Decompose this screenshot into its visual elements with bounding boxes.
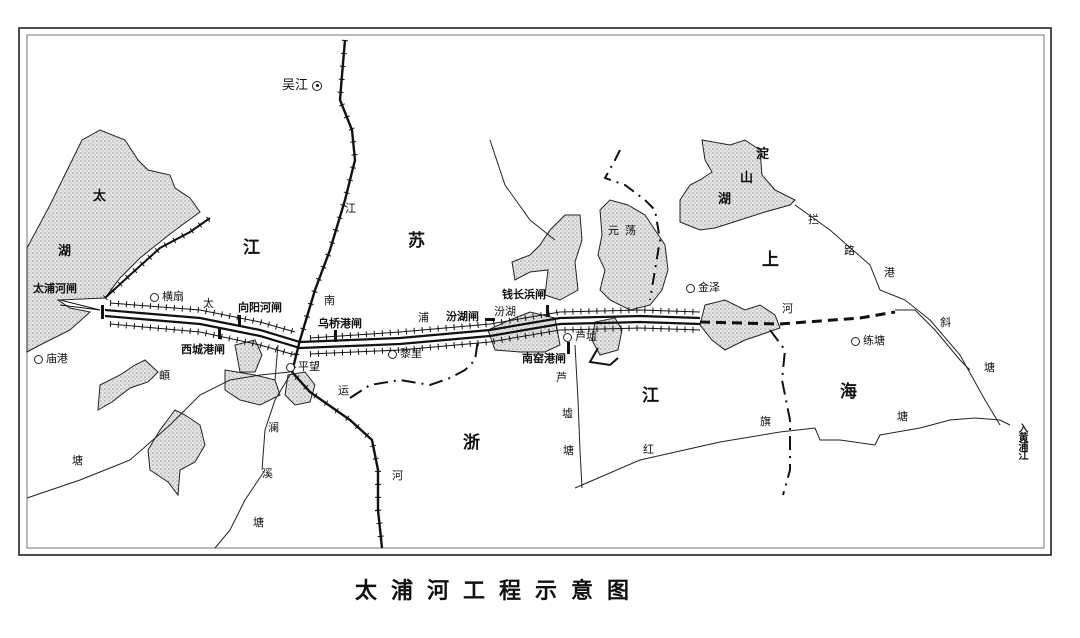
lake-sw-1 (97, 359, 159, 411)
north-arc (489, 139, 556, 241)
label-lantang-2: 溪 (262, 467, 273, 480)
outer-frame (18, 27, 1052, 556)
city-wujiang: 吴江 (282, 78, 323, 93)
xie-tang (895, 309, 971, 371)
town-hengshan: 横扇 (150, 291, 184, 302)
yuandang-lake (597, 199, 669, 311)
town-liantang: 练塘 (851, 335, 885, 346)
taihu-lake (26, 129, 201, 353)
label-lantang-1: 澜 (268, 421, 279, 434)
label-hongqitang-3: 塘 (897, 410, 908, 423)
sluice-qianchangbang: 钱长浜闸 (502, 288, 546, 301)
town-miaogang: 庙港 (34, 353, 68, 364)
label-lanlugang-1: 拦 (808, 213, 819, 226)
town-marker-icon (286, 362, 295, 372)
lake-w-pingwang (234, 339, 263, 373)
label-canal-2: 南 (324, 294, 335, 307)
label-luxutang-1: 芦 (556, 371, 567, 384)
lanlu-gang (794, 204, 1001, 426)
label-taipu-3: 河 (782, 302, 793, 315)
sluice-taipuhe: 太浦河闸 (33, 282, 77, 295)
province-boundary-3 (603, 149, 662, 301)
town-lucheng: 芦墟 (563, 331, 597, 342)
label-jiang-province: 江 (243, 238, 260, 258)
sluice-nanyaogang: 南窑港闸 (522, 352, 566, 365)
town-pingwang: 平望 (286, 361, 320, 372)
town-marker-icon (563, 332, 572, 342)
label-dianshanhu-3: 湖 (718, 192, 732, 207)
label-xietang-2: 塘 (984, 361, 995, 374)
label-dunyu-tang: 塘 (72, 454, 83, 467)
city-marker-icon (312, 80, 323, 91)
lake-pingwang (284, 371, 316, 406)
small-lake-1 (511, 214, 583, 301)
lucheng-lake (591, 317, 623, 356)
label-taihu-2: 湖 (58, 244, 72, 259)
label-canal-4: 河 (392, 469, 403, 482)
town-marker-icon (150, 292, 159, 302)
sluice-xichenggang: 西城港闸 (181, 343, 225, 356)
dunyu-river (26, 371, 291, 499)
label-luxutang-3: 塘 (563, 444, 574, 457)
label-shang-region: 上 (762, 250, 779, 270)
town-marker-icon (34, 354, 43, 364)
label-xietang-1: 斜 (940, 316, 951, 329)
town-marker-icon (851, 336, 860, 346)
taipu-river (59, 299, 896, 358)
province-boundary-1 (349, 339, 479, 399)
sluice-wuqiaogang: 乌桥港闸 (318, 317, 362, 330)
lake-sw-2 (147, 409, 206, 497)
label-hongqitang-2: 旗 (760, 415, 771, 428)
town-marker-icon (686, 283, 695, 293)
label-lanlugang-3: 港 (884, 266, 895, 279)
label-yuandang: 元荡 (608, 224, 642, 237)
sluice-fenhu: 汾湖闸 (446, 310, 479, 323)
label-taipu-1: 太 (203, 297, 214, 310)
label-dunyu: 頔 (159, 369, 170, 382)
label-jiang-province-2: 江 (642, 386, 659, 406)
label-lanlugang-2: 路 (844, 244, 855, 257)
label-hongqitang-1: 红 (643, 443, 654, 456)
town-lili: 黎里 (388, 348, 422, 359)
label-canal-1: 江 (345, 202, 356, 215)
label-into-huangpu-river: 入黄浦江 (1016, 423, 1027, 459)
label-dianshanhu-2: 山 (740, 171, 754, 186)
sluice-xiangyanghe: 向阳河闸 (238, 301, 282, 314)
dianshan-lake (679, 139, 796, 231)
label-luxutang-2: 墟 (562, 407, 573, 420)
label-zhe-province: 浙 (463, 433, 480, 453)
label-su-province: 苏 (408, 231, 425, 251)
map-title: 太浦河工程示意图 (355, 578, 644, 604)
province-boundary-4 (769, 329, 791, 496)
label-lantang-3: 塘 (253, 516, 264, 529)
label-taipu-2: 浦 (418, 311, 429, 324)
label-hai-region: 海 (840, 382, 857, 402)
luxu-tang (574, 344, 583, 489)
town-marker-icon (388, 349, 397, 359)
label-fenhu: 汾湖 (494, 305, 516, 318)
lake-sw-3 (224, 369, 281, 406)
taihu-embankment (104, 217, 211, 299)
lantang (214, 469, 266, 549)
label-taihu-1: 太 (93, 189, 107, 204)
province-boundary-2 (588, 347, 619, 367)
label-dianshanhu-1: 淀 (756, 147, 770, 162)
town-jinze: 金泽 (686, 282, 720, 293)
label-canal-3: 运 (338, 384, 349, 397)
city-wujiang-label: 吴江 (282, 78, 309, 93)
jiangnan-canal (290, 39, 384, 549)
hongqi-tang (574, 417, 1011, 489)
